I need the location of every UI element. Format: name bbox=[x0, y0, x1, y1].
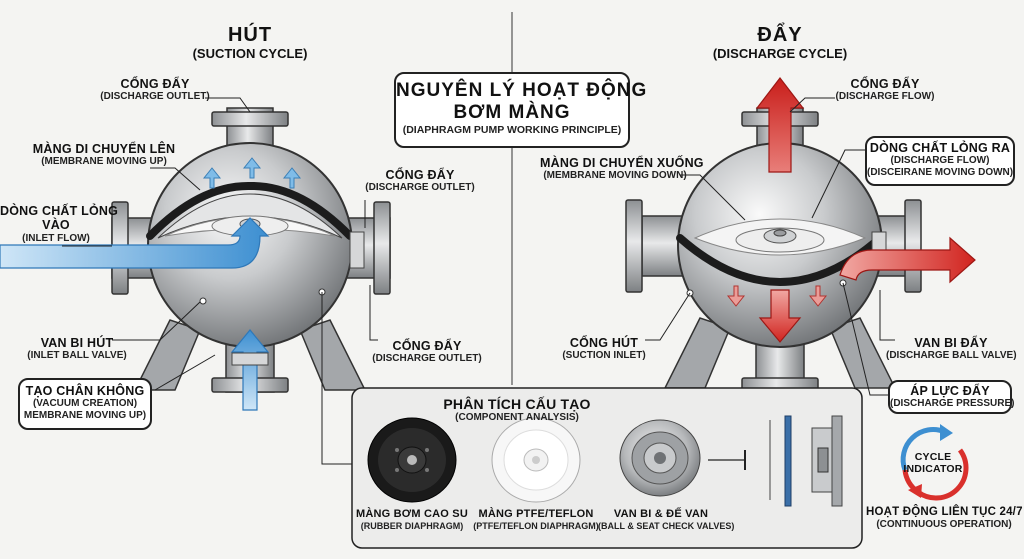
label-outlet-bottom-en: (DISCHARGE OUTLET) bbox=[372, 353, 482, 365]
vacuum-en1: (VACUUM CREATION) bbox=[32, 398, 138, 410]
main-title-line1: NGUYÊN LÝ HOẠT ĐỘNG bbox=[396, 80, 648, 101]
continuous-en: (CONTINUOUS OPERATION) bbox=[876, 519, 1012, 531]
ball-seat-illustration bbox=[619, 419, 701, 497]
label-inlet-ball-valve-vi: VAN BI HÚT bbox=[40, 336, 114, 350]
component-rubber-vi: MÀNG BƠM CAO SU bbox=[356, 508, 468, 520]
component-ball-vi: VAN BI & ĐẾ VAN bbox=[613, 508, 709, 520]
label-membrane-up: MÀNG DI CHUYỂN LÊN (MEMBRANE MOVING UP) bbox=[14, 142, 194, 168]
suction-title-block: HÚT (SUCTION CYCLE) bbox=[185, 24, 315, 62]
pressure-vi: ÁP LỰC ĐẨY bbox=[910, 384, 990, 398]
continuous-vi: HOẠT ĐỘNG LIÊN TỤC 24/7 bbox=[866, 506, 1023, 518]
discharge-right-arrow bbox=[839, 236, 976, 284]
label-outlet-right-en: (DISCHARGE OUTLET) bbox=[365, 182, 475, 194]
cycle-label: CYCLE INDICATOR bbox=[900, 451, 966, 475]
discharge-pressure-box: ÁP LỰC ĐẨY (DISCHARGE PRESSURE) bbox=[888, 380, 1015, 414]
label-membrane-down-en: (MEMBRANE MOVING DOWN) bbox=[543, 170, 687, 182]
discharge-down-arrow bbox=[758, 289, 802, 343]
liquid-out-vi: DÒNG CHẤT LỎNG RA bbox=[869, 141, 1011, 155]
label-membrane-down-vi: MÀNG DI CHUYỂN XUỐNG bbox=[540, 156, 704, 170]
label-membrane-down: MÀNG DI CHUYỂN XUỐNG (MEMBRANE MOVING DO… bbox=[540, 156, 704, 182]
vacuum-creation-box: TẠO CHÂN KHÔNG (VACUUM CREATION) MEMBRAN… bbox=[18, 378, 152, 430]
rubber-diaphragm-illustration bbox=[367, 417, 457, 503]
discharge-pump bbox=[625, 77, 976, 393]
label-outlet-top: CỔNG ĐẨY (DISCHARGE OUTLET) bbox=[100, 77, 210, 103]
discharge-title-block: ĐẨY (DISCHARGE CYCLE) bbox=[710, 24, 850, 62]
label-outlet-top-vi: CỔNG ĐẨY bbox=[120, 77, 190, 91]
cycle-label-2: INDICATOR bbox=[903, 463, 963, 476]
suction-up-arrow bbox=[230, 329, 270, 411]
continuous-operation: HOẠT ĐỘNG LIÊN TỤC 24/7 (CONTINUOUS OPER… bbox=[866, 506, 1022, 531]
label-inlet-flow: DÒNG CHẤT LỎNG VÀO (INLET FLOW) bbox=[0, 204, 119, 244]
label-suction-inlet-en: (SUCTION INLET) bbox=[562, 350, 646, 362]
component-analysis-box bbox=[351, 387, 863, 549]
label-discharge-ball-valve-en: (DISCHARGE BALL VALVE) bbox=[886, 350, 1017, 362]
component-title: PHÂN TÍCH CẤU TẠO bbox=[443, 396, 591, 412]
main-title-sub: (DIAPHRAGM PUMP WORKING PRINCIPLE) bbox=[402, 123, 622, 136]
vacuum-en2: MEMBRANE MOVING UP) bbox=[23, 409, 147, 421]
discharge-subtitle: (DISCHARGE CYCLE) bbox=[712, 46, 848, 61]
component-item-rubber: MÀNG BƠM CAO SU (RUBBER DIAPHRAGM) bbox=[352, 508, 472, 531]
label-flow-top: CỔNG ĐẨY (DISCHARGE FLOW) bbox=[830, 77, 940, 103]
label-flow-top-en: (DISCHARGE FLOW) bbox=[835, 91, 935, 103]
label-inlet-flow-vi1: DÒNG CHẤT LỎNG bbox=[0, 204, 119, 218]
suction-title: HÚT bbox=[227, 24, 273, 46]
label-inlet-flow-vi2: VÀO bbox=[42, 218, 70, 233]
label-discharge-ball-valve-vi: VAN BI ĐẨY bbox=[914, 336, 988, 350]
label-suction-inlet-vi: CỔNG HÚT bbox=[569, 336, 639, 350]
component-subtitle: (COMPONENT ANALYSIS) bbox=[455, 412, 579, 424]
label-outlet-bottom: CỔNG ĐẨY (DISCHARGE OUTLET) bbox=[372, 339, 482, 365]
component-rubber-en: (RUBBER DIAPHRAGM) bbox=[360, 520, 464, 531]
discharge-leaders bbox=[645, 97, 895, 396]
label-outlet-bottom-vi: CỔNG ĐẨY bbox=[392, 339, 462, 353]
discharge-up-arrow bbox=[755, 77, 805, 173]
diaphragm-section-illustration bbox=[708, 415, 843, 507]
label-inlet-ball-valve: VAN BI HÚT (INLET BALL VALVE) bbox=[22, 336, 132, 362]
label-flow-top-vi: CỔNG ĐẨY bbox=[850, 77, 920, 91]
discharge-title: ĐẨY bbox=[757, 24, 803, 46]
liquid-out-en2: (DISCEIRANE MOVING DOWN) bbox=[867, 166, 1014, 178]
component-item-ptfe: MÀNG PTFE/TEFLON (PTFE/TEFLON DIAPHRAGM) bbox=[472, 508, 600, 531]
component-item-ball-seat: VAN BI & ĐẾ VAN (BALL & SEAT CHECK VALVE… bbox=[598, 508, 735, 531]
liquid-out-box: DÒNG CHẤT LỎNG RA (DISCHARGE FLOW) (DISC… bbox=[865, 136, 1015, 186]
label-outlet-right: CỔNG ĐẨY (DISCHARGE OUTLET) bbox=[355, 168, 485, 194]
cycle-indicator-icon bbox=[900, 424, 969, 501]
label-discharge-ball-valve: VAN BI ĐẨY (DISCHARGE BALL VALVE) bbox=[886, 336, 1017, 362]
liquid-out-en1: (DISCHARGE FLOW) bbox=[890, 155, 990, 167]
ptfe-diaphragm-illustration bbox=[491, 417, 581, 503]
component-ball-en: (BALL & SEAT CHECK VALVES) bbox=[598, 520, 735, 531]
pressure-en: (DISCHARGE PRESSURE) bbox=[890, 398, 1015, 410]
label-outlet-top-en: (DISCHARGE OUTLET) bbox=[100, 91, 210, 103]
inlet-flow-arrow bbox=[0, 217, 270, 269]
main-title-line2: BƠM MÀNG bbox=[453, 101, 571, 123]
component-title-block: PHÂN TÍCH CẤU TẠO (COMPONENT ANALYSIS) bbox=[432, 396, 602, 424]
component-ptfe-vi: MÀNG PTFE/TEFLON bbox=[478, 508, 594, 520]
component-ptfe-en: (PTFE/TEFLON DIAPHRAGM) bbox=[473, 520, 599, 531]
vacuum-vi: TẠO CHÂN KHÔNG bbox=[25, 384, 145, 398]
label-suction-inlet: CỔNG HÚT (SUCTION INLET) bbox=[560, 336, 648, 362]
suction-subtitle: (SUCTION CYCLE) bbox=[192, 46, 308, 61]
label-membrane-up-en: (MEMBRANE MOVING UP) bbox=[41, 156, 167, 168]
label-membrane-up-vi: MÀNG DI CHUYỂN LÊN bbox=[32, 142, 176, 156]
main-title-box: NGUYÊN LÝ HOẠT ĐỘNG BƠM MÀNG (DIAPHRAGM … bbox=[394, 72, 648, 148]
label-inlet-flow-en: (INLET FLOW) bbox=[22, 232, 90, 244]
cycle-label-1: CYCLE bbox=[914, 451, 952, 463]
suction-pump bbox=[0, 107, 391, 411]
label-outlet-right-vi: CỔNG ĐẨY bbox=[385, 168, 455, 182]
label-inlet-ball-valve-en: (INLET BALL VALVE) bbox=[27, 350, 127, 362]
